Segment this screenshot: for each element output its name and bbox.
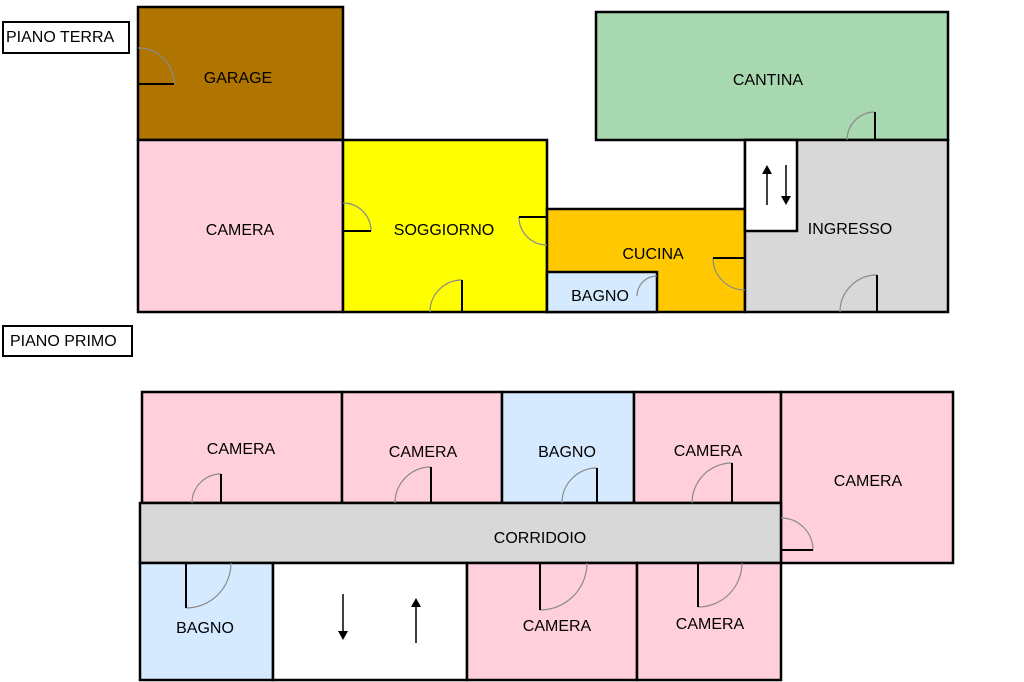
door-soggiorno-main-icon xyxy=(429,279,463,313)
door-garage-icon xyxy=(137,47,175,85)
first-stairs xyxy=(271,561,469,682)
room-bagno-bottom xyxy=(138,561,275,682)
door-soggiorno-cucina-icon xyxy=(518,216,548,246)
label-bagno-top: BAGNO xyxy=(538,444,596,461)
label-garage: GARAGE xyxy=(204,70,272,87)
door-camera-5-icon xyxy=(539,562,588,611)
room-camera-1 xyxy=(140,390,344,505)
label-corridoio: CORRIDOIO xyxy=(494,530,586,547)
room-corridoio xyxy=(138,501,783,565)
door-bagno-icon xyxy=(636,275,658,297)
first-floor-tag: PIANO PRIMO xyxy=(2,325,133,357)
label-cucina: CUCINA xyxy=(622,246,684,263)
room-camera-2 xyxy=(340,390,504,505)
first-stairs-arrows-icon xyxy=(338,594,421,643)
label-bagno-bottom: BAGNO xyxy=(176,620,234,637)
door-camera-soggiorno-icon xyxy=(342,202,372,232)
ground-floor-label: PIANO TERRA xyxy=(6,29,115,46)
room-camera-ground xyxy=(136,138,345,314)
label-camera-5: CAMERA xyxy=(523,618,592,635)
ground-stairs xyxy=(743,138,799,233)
door-cucina-ingresso-icon xyxy=(712,257,746,291)
door-camera-2-icon xyxy=(394,466,432,504)
ground-stairs-arrows-icon xyxy=(762,165,791,205)
room-cantina xyxy=(594,10,950,142)
label-camera-6: CAMERA xyxy=(676,616,745,633)
door-camera-4-icon xyxy=(780,517,814,551)
door-bagno-bottom-icon xyxy=(185,562,232,609)
label-camera-2: CAMERA xyxy=(389,444,458,461)
label-bagno-ground: BAGNO xyxy=(571,288,629,305)
label-camera-4: CAMERA xyxy=(834,473,903,490)
door-ingresso-cantina-icon xyxy=(846,111,876,141)
door-camera-3-icon xyxy=(691,462,733,504)
room-soggiorno xyxy=(341,138,549,314)
label-soggiorno: SOGGIORNO xyxy=(394,222,494,239)
room-bagno-ground xyxy=(545,270,659,314)
ground-floor-tag: PIANO TERRA xyxy=(2,21,130,54)
room-camera-6 xyxy=(635,561,783,682)
door-camera-6-icon xyxy=(697,562,743,608)
label-ingresso: INGRESSO xyxy=(808,221,892,238)
label-camera-1: CAMERA xyxy=(207,441,276,458)
label-camera-3: CAMERA xyxy=(674,443,743,460)
door-ingresso-main-icon xyxy=(839,274,878,313)
door-camera-1-icon xyxy=(191,473,222,504)
label-cantina: CANTINA xyxy=(733,72,804,89)
label-camera-ground: CAMERA xyxy=(206,222,275,239)
first-floor-label: PIANO PRIMO xyxy=(10,333,117,350)
door-bagno-top-icon xyxy=(561,467,598,504)
